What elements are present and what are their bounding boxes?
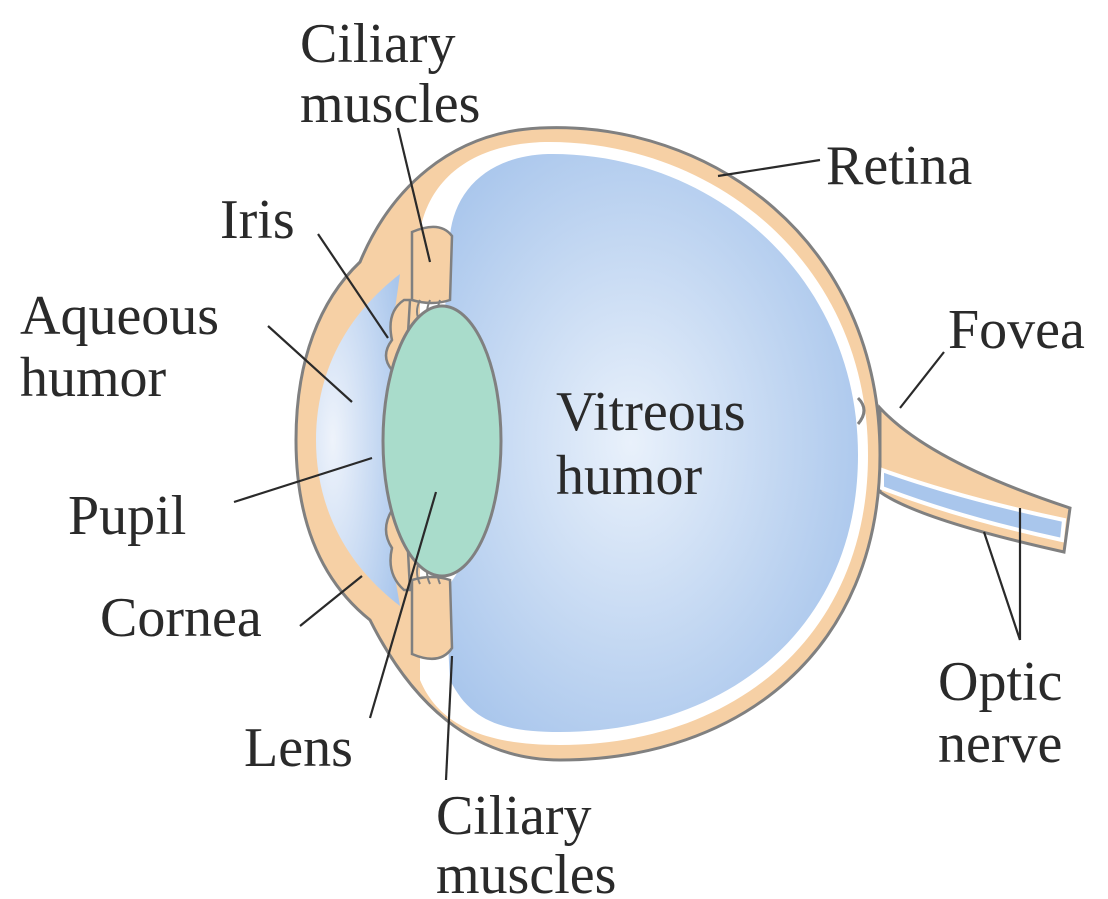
label-aqueous-2: humor	[20, 347, 167, 409]
leader-optic-a	[984, 532, 1020, 640]
leader-fovea	[900, 352, 944, 408]
label-lens: Lens	[244, 717, 353, 779]
label-fovea: Fovea	[948, 299, 1085, 361]
label-cornea: Cornea	[100, 587, 262, 649]
label-ciliary-bottom-1: Ciliary	[436, 785, 592, 847]
label-ciliary-bottom-2: muscles	[436, 844, 616, 899]
optic-nerve	[880, 408, 1070, 552]
label-vitreous-2: humor	[556, 445, 703, 507]
label-retina: Retina	[826, 135, 972, 197]
label-ciliary-top-1: Ciliary	[300, 13, 456, 75]
ciliary-body-top	[412, 227, 452, 303]
label-pupil: Pupil	[68, 485, 186, 547]
label-aqueous-1: Aqueous	[20, 285, 219, 347]
lens	[383, 306, 501, 576]
ciliary-body-bottom	[412, 577, 452, 659]
label-optic-1: Optic	[938, 651, 1062, 713]
label-ciliary-top-2: muscles	[300, 73, 480, 135]
label-vitreous-1: Vitreous	[556, 381, 746, 443]
label-optic-2: nerve	[938, 713, 1062, 775]
leader-retina	[718, 160, 820, 176]
label-iris: Iris	[220, 189, 295, 251]
